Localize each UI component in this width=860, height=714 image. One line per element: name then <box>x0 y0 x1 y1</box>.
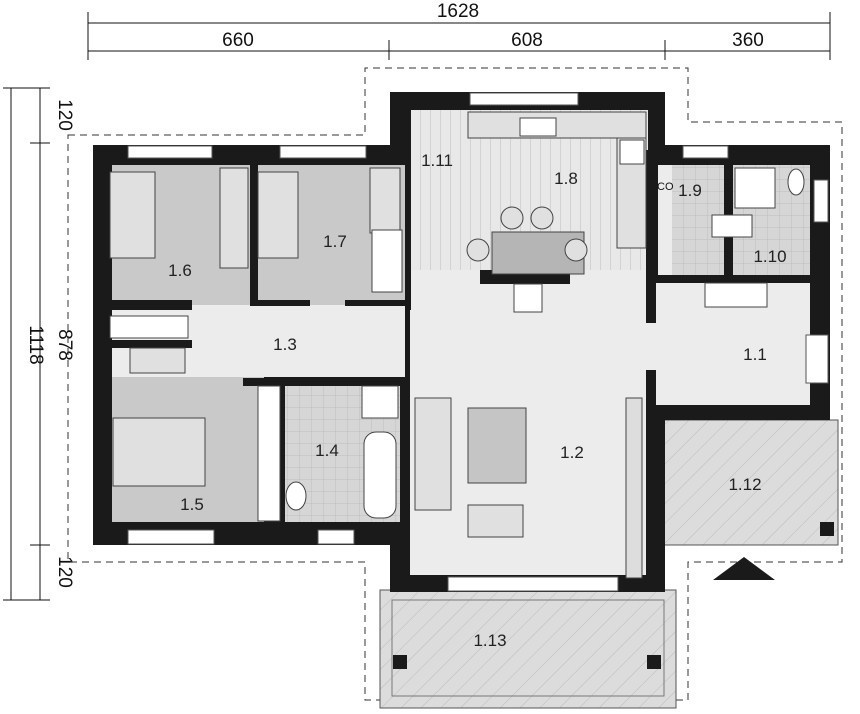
label-1-13: 1.13 <box>473 631 506 650</box>
dim-offset-top: 120 <box>54 99 75 131</box>
dim-offset-bottom: 120 <box>54 556 75 588</box>
label-1-11: 1.11 <box>421 151 453 170</box>
label-1-12: 1.12 <box>728 475 761 494</box>
room-1-11 <box>410 110 466 270</box>
roof-outline <box>67 67 843 701</box>
label-1-4: 1.4 <box>315 441 339 460</box>
dim-segment-3: 360 <box>732 30 764 51</box>
windows <box>127 92 829 592</box>
entrance-arrow-icon <box>713 557 775 580</box>
furniture <box>109 111 805 579</box>
label-1-6: 1.6 <box>168 261 192 280</box>
label-1-3: 1.3 <box>273 335 297 354</box>
dim-segment-2: 608 <box>511 30 543 51</box>
dim-inner-height: 878 <box>54 329 75 361</box>
label-1-8: 1.8 <box>554 169 578 188</box>
label-1-10: 1.10 <box>753 247 786 266</box>
dimension-lines <box>3 12 831 601</box>
dim-segment-1: 660 <box>222 30 254 51</box>
label-1-9: 1.9 <box>678 181 702 200</box>
terrace-1-13 <box>379 589 677 709</box>
label-1-5: 1.5 <box>180 495 204 514</box>
dim-total-width: 1628 <box>437 1 479 22</box>
label-1-2: 1.2 <box>560 443 584 462</box>
label-1-7: 1.7 <box>323 232 347 251</box>
label-1-1: 1.1 <box>743 345 767 364</box>
co-boiler-label: CO <box>657 181 674 193</box>
dim-total-height: 1118 <box>25 325 46 364</box>
terrace-1-12 <box>661 419 839 546</box>
